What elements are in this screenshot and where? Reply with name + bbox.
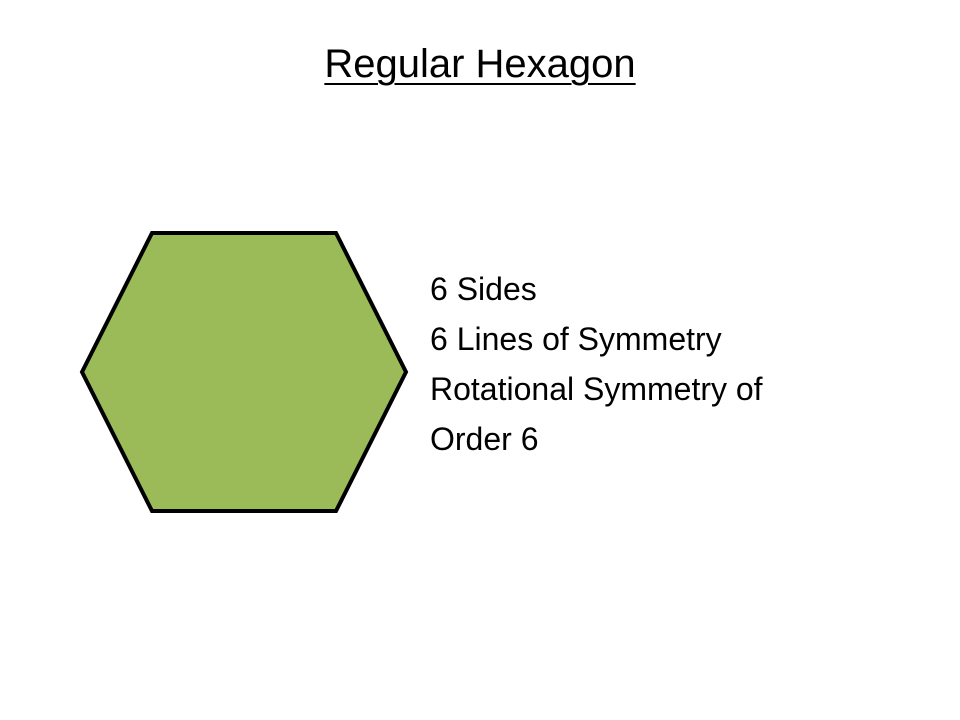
fact-order: Order 6 [430, 421, 539, 457]
hexagon-polygon [79, 231, 409, 513]
hexagon-facts-list: 6 Sides 6 Lines of Symmetry Rotational S… [430, 264, 930, 464]
fact-lines-of-symmetry: 6 Lines of Symmetry [430, 321, 722, 357]
fact-rotational-symmetry: Rotational Symmetry of [430, 371, 763, 407]
slide-title: Regular Hexagon [324, 42, 636, 86]
hexagon-shape [79, 231, 409, 513]
fact-sides: 6 Sides [430, 271, 537, 307]
